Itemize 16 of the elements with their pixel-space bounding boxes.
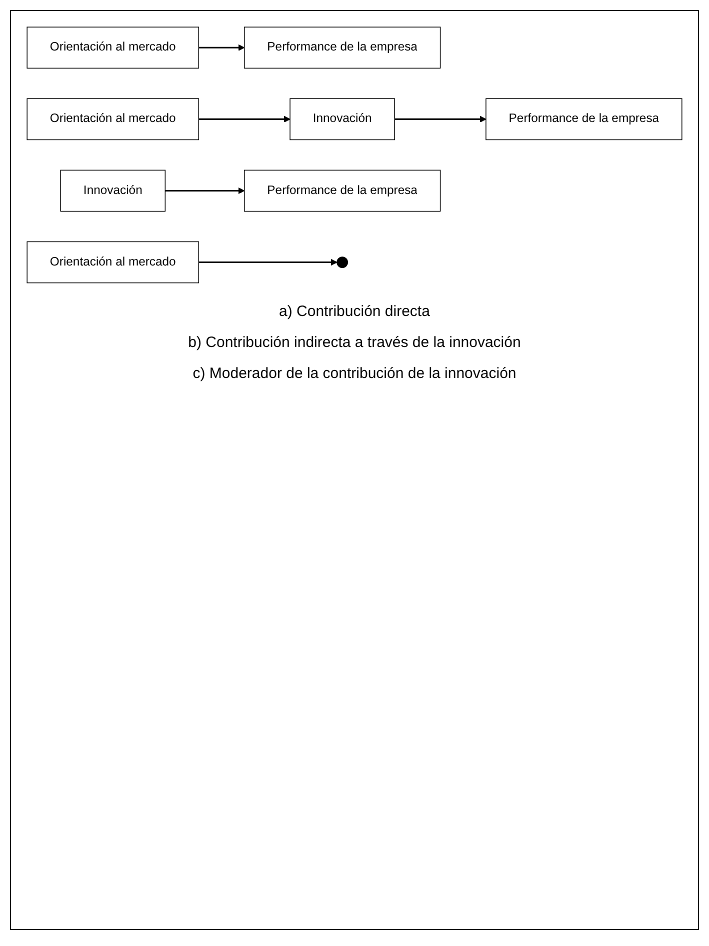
caption-text: a) Contribución directa: [278, 302, 431, 320]
caption-text: b) Contribución indirecta a través de la innovación: [187, 334, 522, 351]
node-box: Performance de la empresa: [244, 170, 441, 212]
node-box: Orientación al mercado: [26, 26, 200, 69]
node-box: Performance de la empresa: [244, 26, 441, 69]
node-box: Orientación al mercado: [26, 98, 200, 140]
arrow: [198, 116, 290, 123]
caption-text: c) Moderador de la contribución de la innovación: [192, 364, 518, 382]
node-box: Performance de la empresa: [486, 98, 682, 140]
node-box: Orientación al mercado: [26, 241, 200, 284]
node-box: Innovación: [60, 170, 166, 212]
arrow: [165, 187, 245, 194]
arrow: [198, 258, 338, 266]
arrow: [394, 116, 486, 123]
arrow: [198, 44, 245, 51]
node-box: Innovación: [290, 98, 395, 140]
